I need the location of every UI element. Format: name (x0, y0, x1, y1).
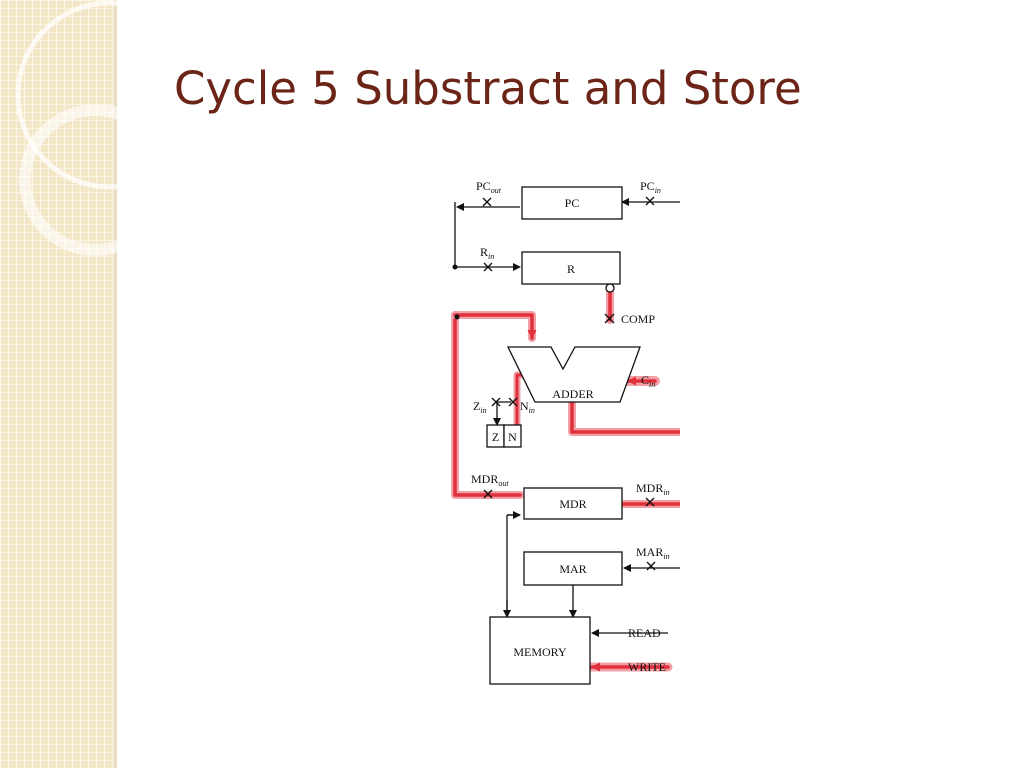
datapath-diagram: PC R MDR MAR MEMORY ADDER Z N PCout PCin… (451, 179, 680, 685)
comp-inverter-bubble (605, 283, 615, 293)
c-in-label: Cin (641, 373, 655, 389)
r-label: R (567, 262, 575, 276)
z-in-label: Zin (473, 399, 487, 415)
z-flag-label: Z (492, 430, 499, 444)
r-in-label: Rin (480, 245, 494, 261)
junction-adder (454, 314, 460, 320)
mar-in-label: MARin (636, 545, 670, 561)
pc-register (521, 186, 623, 220)
control-switches (482, 196, 656, 571)
pc-out-switch (482, 197, 492, 207)
mdr-out-switch (483, 489, 493, 499)
memory-block (489, 616, 591, 685)
register-boxes (486, 186, 623, 685)
n-in-label: Nin (520, 399, 535, 415)
bus-junctions (452, 264, 460, 320)
mdr-out-label: MDRout (471, 472, 509, 488)
register-labels: PC R MDR MAR MEMORY ADDER Z N (492, 196, 594, 659)
junction-r (452, 264, 458, 270)
signal-labels: PCout PCin Rin COMP Cin Zin Nin MDRout M… (471, 179, 670, 674)
mdr-memory-wire (506, 514, 520, 612)
highlight-mdr-out-wire (453, 316, 522, 497)
n-in-switch (508, 397, 518, 407)
decor-circles (15, 0, 130, 256)
n-flag (503, 424, 522, 448)
write-label: WRITE (628, 660, 666, 674)
decor-circle-large (15, 0, 130, 190)
slide-title: Cycle 5 Substract and Store (174, 62, 802, 115)
adder-label: ADDER (552, 387, 593, 401)
mar-label: MAR (559, 562, 586, 576)
decor-circle-small (19, 104, 130, 256)
highlight-adder-left-input (453, 313, 537, 340)
mdr-in-switch (645, 497, 655, 507)
pc-in-switch (645, 196, 655, 206)
highlight-glow-adder-left (451, 311, 536, 342)
side-decor-edge (114, 0, 117, 768)
r-register (521, 251, 621, 285)
adder-unit (506, 346, 641, 403)
bus-wires (454, 198, 680, 637)
pc-out-label: PCout (476, 179, 502, 195)
comp-label: COMP (621, 312, 655, 326)
highlight-glow-mdr-out (451, 314, 524, 499)
highlight-adder-to-mdr (570, 400, 680, 506)
memory-label: MEMORY (513, 645, 567, 659)
pc-in-label: PCin (640, 179, 661, 195)
mdr-in-label: MDRin (636, 481, 670, 497)
highlight-path (451, 286, 680, 672)
mdr-register (523, 487, 623, 520)
z-in-wire (493, 401, 511, 426)
mdr-label: MDR (559, 497, 586, 511)
z-in-switch (491, 397, 501, 407)
mar-register (523, 551, 623, 586)
read-label: READ (628, 626, 661, 640)
comp-switch (604, 313, 615, 324)
mar-in-switch (646, 561, 656, 571)
pc-label: PC (565, 196, 580, 210)
n-flag-label: N (508, 430, 517, 444)
r-in-switch (483, 262, 493, 272)
